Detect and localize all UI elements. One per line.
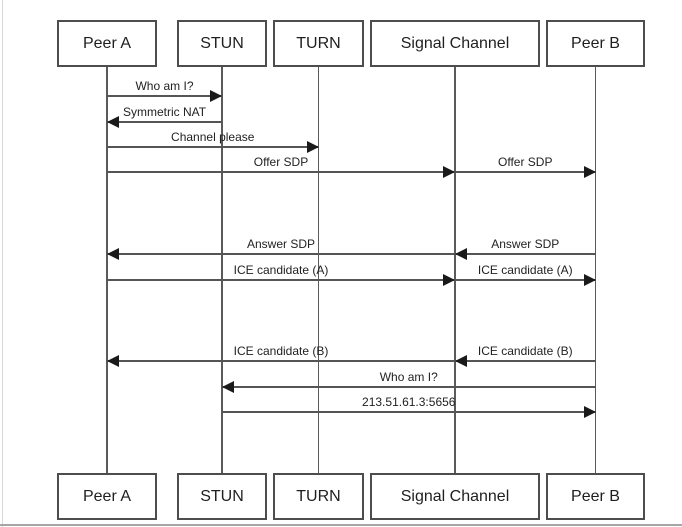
actor-box-turn-bottom: TURN [273,473,364,520]
actor-box-signal-top: Signal Channel [370,20,540,67]
actor-label-peer-a: Peer A [82,487,132,505]
arrowhead-icon [107,248,119,260]
message-line [107,146,319,148]
arrowhead-icon [583,274,596,286]
bottom-border-line [0,524,682,526]
message-label: Answer SDP [491,237,560,251]
actor-label-peer-b: Peer B [571,34,620,52]
message-line [455,279,596,281]
actor-label-stun: STUN [200,487,244,505]
actor-box-peer-b-top: Peer B [546,20,645,67]
lifeline-turn [317,67,320,473]
message-line [455,253,596,255]
actor-label-stun: STUN [200,34,244,52]
actor-box-peer-a-bottom: Peer A [57,473,157,520]
message-line [107,171,455,173]
arrowhead-icon [107,355,119,367]
message-label: 213.51.61.3:5656 [362,395,456,409]
message-label: Channel please [171,130,255,144]
message-line [107,95,222,97]
actor-label-peer-b: Peer B [571,487,620,505]
message-line [455,360,596,362]
arrowhead-icon [222,381,234,393]
arrowhead-icon [443,274,455,286]
message-label: Who am I? [135,79,194,93]
message-line [222,386,596,388]
actor-label-turn: TURN [296,34,341,52]
message-label: ICE candidate (A) [477,263,573,277]
left-border-line [2,0,3,527]
arrowhead-icon [443,166,455,178]
lifeline-signal [454,67,456,473]
lifeline-stun [221,67,223,473]
actor-label-peer-a: Peer A [82,34,132,52]
actor-box-stun-bottom: STUN [177,473,267,520]
message-label: ICE candidate (B) [477,344,573,358]
message-line [222,411,596,413]
message-line [107,121,222,123]
arrowhead-icon [455,248,467,260]
arrowhead-icon [107,116,119,128]
actor-box-signal-bottom: Signal Channel [370,473,540,520]
message-label: Offer SDP [253,155,309,169]
message-label: Who am I? [379,370,438,384]
lifeline-peer-b [594,67,597,473]
actor-box-peer-a-top: Peer A [57,20,157,67]
message-line [107,253,455,255]
arrowhead-icon [455,355,467,367]
message-label: Offer SDP [498,155,553,169]
actor-label-turn: TURN [296,487,341,505]
message-line [107,360,455,362]
actor-label-signal: Signal Channel [400,487,510,505]
actor-box-peer-b-bottom: Peer B [546,473,645,520]
lifeline-peer-a [106,67,108,473]
arrowhead-icon [306,141,319,153]
arrowhead-icon [210,90,222,102]
arrowhead-icon [583,406,596,418]
message-label: ICE candidate (B) [233,344,329,358]
message-line [107,279,455,281]
message-line [455,171,596,173]
actor-box-turn-top: TURN [273,20,364,67]
actor-label-signal: Signal Channel [400,34,510,52]
message-label: Symmetric NAT [122,105,207,119]
arrowhead-icon [583,166,596,178]
actor-box-stun-top: STUN [177,20,267,67]
message-label: Answer SDP [246,237,316,251]
message-label: ICE candidate (A) [233,263,329,277]
